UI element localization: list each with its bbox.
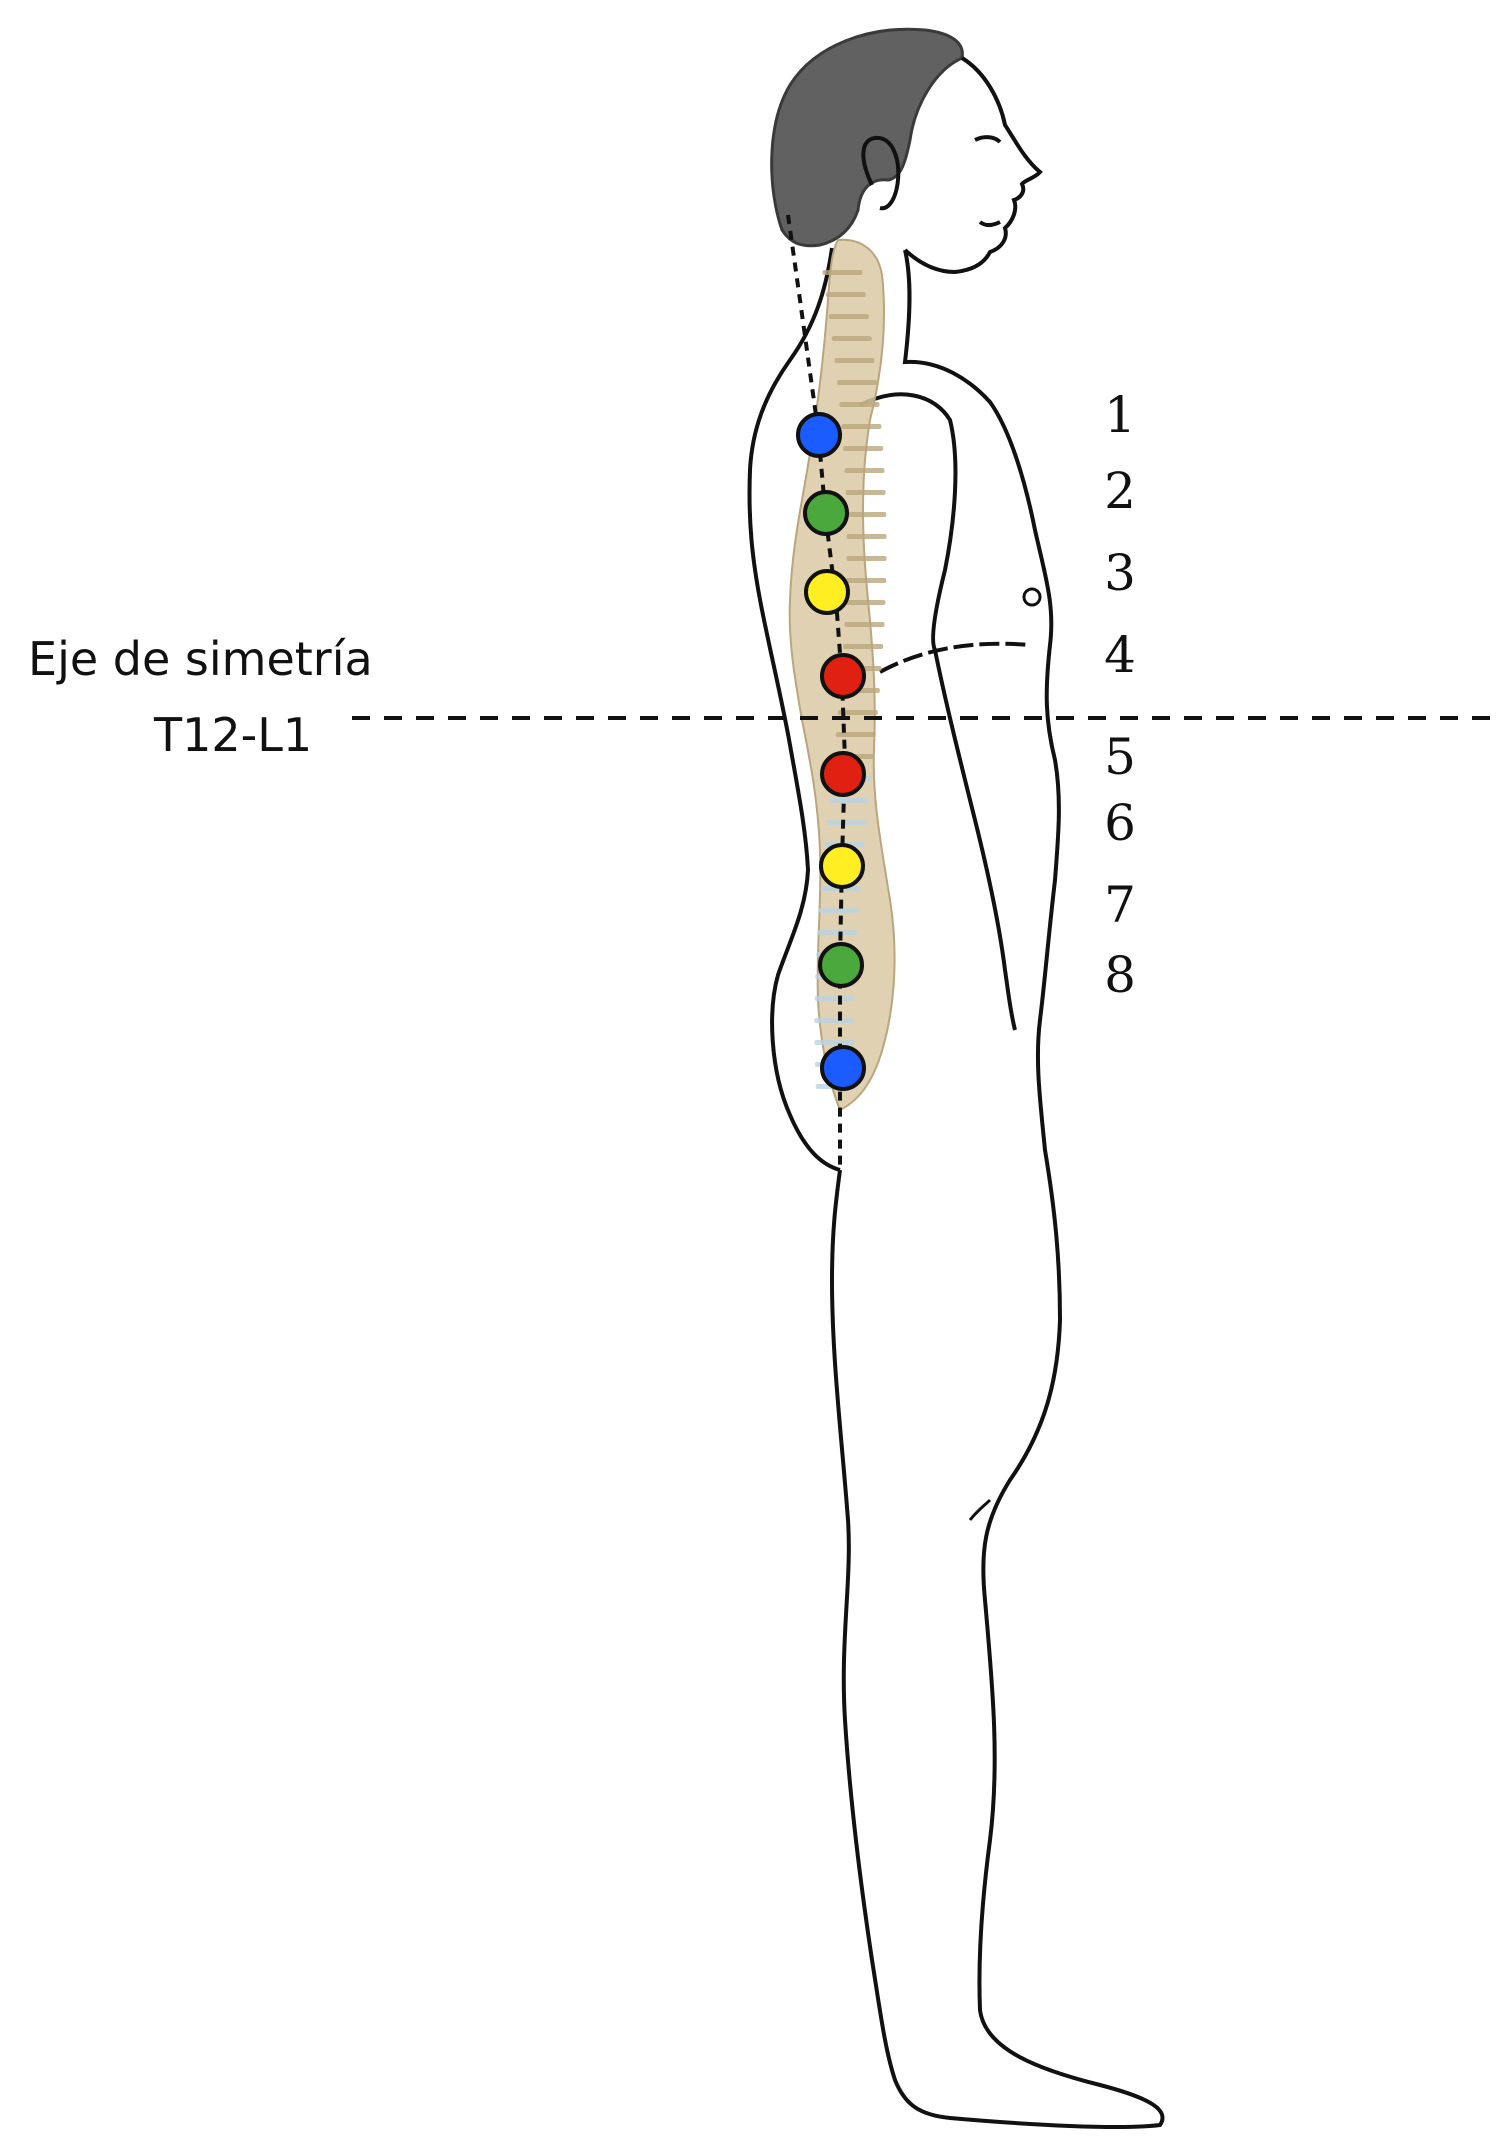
spine-disc <box>819 908 859 913</box>
spine-disc <box>847 534 887 539</box>
marker-6 <box>821 845 863 887</box>
marker-number-5: 5 <box>1090 732 1150 782</box>
spine-disc <box>837 380 877 385</box>
marker-number-6: 6 <box>1090 798 1150 848</box>
spine-disc <box>814 1040 854 1045</box>
spine-disc <box>836 732 876 737</box>
spine-disc <box>843 644 883 649</box>
spine-disc <box>835 358 875 363</box>
spine-disc <box>829 314 869 319</box>
mouth <box>980 222 1000 225</box>
spine-disc <box>843 446 883 451</box>
spine-disc <box>839 402 879 407</box>
hair <box>772 29 963 246</box>
spine-disc <box>845 600 885 605</box>
symmetry-axis-title: Eje de simetría <box>28 636 373 682</box>
marker-2 <box>805 492 847 534</box>
spine-disc <box>846 490 886 495</box>
nipple <box>1024 589 1040 605</box>
spine-disc <box>845 468 885 473</box>
marker-number-1: 1 <box>1090 390 1150 440</box>
spine-disc <box>817 930 857 935</box>
chest-line <box>880 644 1030 672</box>
marker-5 <box>822 753 864 795</box>
marker-4 <box>822 655 864 697</box>
spine-disc <box>829 798 869 803</box>
symmetry-axis-subtitle: T12-L1 <box>154 712 312 758</box>
eye <box>975 137 1000 142</box>
spine-disc <box>846 512 886 517</box>
spine-disc <box>826 292 866 297</box>
marker-8 <box>822 1047 864 1089</box>
spine-disc <box>846 578 886 583</box>
spine-disc <box>832 336 872 341</box>
spine-disc <box>827 820 867 825</box>
marker-number-4: 4 <box>1090 630 1150 680</box>
marker-number-7: 7 <box>1090 880 1150 930</box>
marker-number-2: 2 <box>1090 466 1150 516</box>
marker-number-3: 3 <box>1090 548 1150 598</box>
spine-disc <box>841 424 881 429</box>
marker-1 <box>798 414 840 456</box>
marker-7 <box>820 944 862 986</box>
spine-disc <box>814 1018 854 1023</box>
spine-disc <box>815 996 855 1001</box>
spine-disc <box>822 270 862 275</box>
knee-crease <box>970 1500 990 1520</box>
marker-number-8: 8 <box>1090 950 1150 1000</box>
front-outline <box>832 250 1163 2127</box>
spine-disc <box>847 556 887 561</box>
spine-disc <box>844 622 884 627</box>
marker-3 <box>806 571 848 613</box>
